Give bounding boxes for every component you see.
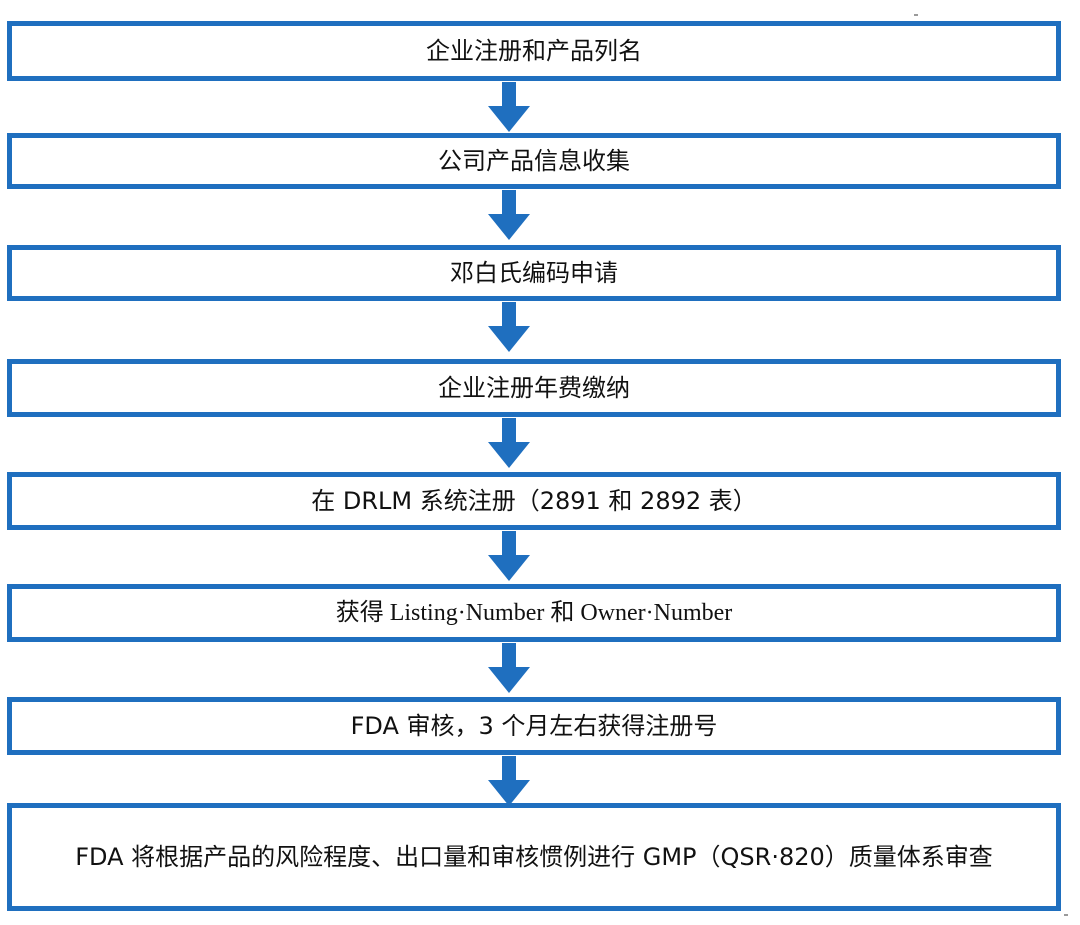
flow-step-label: 企业注册和产品列名: [426, 37, 642, 65]
flow-step-gmp-inspection: FDA 将根据产品的风险程度、出口量和审核惯例进行 GMP（QSR·820）质量…: [7, 803, 1061, 911]
down-arrow-icon: [488, 756, 530, 806]
flow-step-label: 公司产品信息收集: [438, 147, 630, 175]
flow-step-annual-fee: 企业注册年费缴纳: [7, 359, 1061, 417]
down-arrow-icon: [488, 82, 530, 132]
flow-step-label: 企业注册年费缴纳: [438, 374, 630, 402]
flow-step-label: FDA 审核，3 个月左右获得注册号: [350, 712, 718, 740]
flow-step-label: 在 DRLM 系统注册（2891 和 2892 表）: [311, 487, 757, 515]
flow-step-label: 获得 Listing·Number 和 Owner·Number: [335, 600, 733, 626]
corner-mark-top: [914, 14, 918, 16]
flow-step-duns-application: 邓白氏编码申请: [7, 245, 1061, 301]
corner-mark-bottom: [1064, 914, 1068, 916]
flow-step-info-collection: 公司产品信息收集: [7, 133, 1061, 189]
down-arrow-icon: [488, 643, 530, 693]
down-arrow-icon: [488, 418, 530, 468]
flow-step-company-registration: 企业注册和产品列名: [7, 21, 1061, 81]
flow-step-fda-review: FDA 审核，3 个月左右获得注册号: [7, 697, 1061, 755]
down-arrow-icon: [488, 302, 530, 352]
flow-step-label: FDA 将根据产品的风险程度、出口量和审核惯例进行 GMP（QSR·820）质量…: [75, 843, 993, 871]
flow-step-drlm-registration: 在 DRLM 系统注册（2891 和 2892 表）: [7, 472, 1061, 530]
down-arrow-icon: [488, 531, 530, 581]
down-arrow-icon: [488, 190, 530, 240]
flow-step-label: 邓白氏编码申请: [450, 259, 618, 287]
flow-step-obtain-numbers: 获得 Listing·Number 和 Owner·Number: [7, 584, 1061, 642]
